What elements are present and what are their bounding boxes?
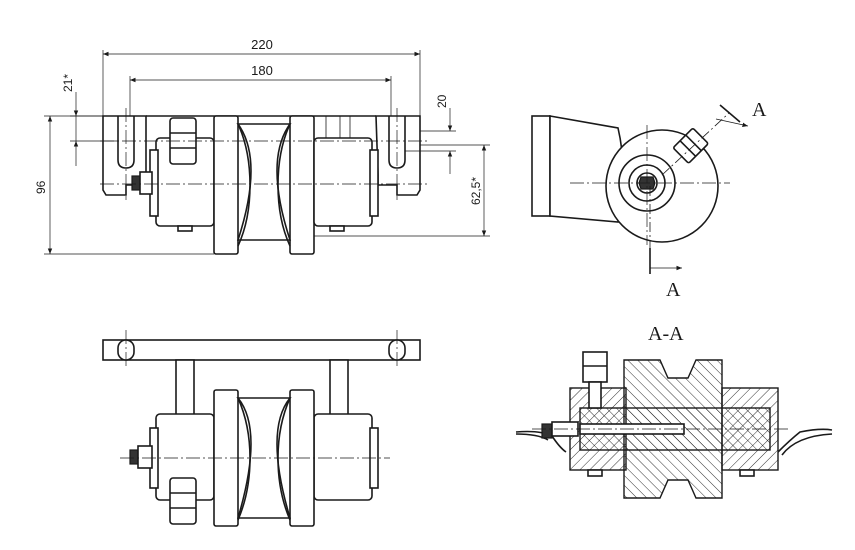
- section-mark-bottom: A: [666, 279, 681, 301]
- side-view: A A: [531, 99, 767, 301]
- right-u-slot: [388, 116, 406, 169]
- right-housing-top: [313, 413, 373, 501]
- bracket-plate-right: [375, 115, 421, 196]
- top-view: [102, 330, 421, 527]
- grease-plug: [177, 225, 193, 232]
- top-plate: [102, 339, 421, 361]
- dim-21-label: 21*: [61, 74, 75, 92]
- right-housing: [313, 137, 373, 227]
- section-view: A-A: [515, 323, 833, 499]
- grease-nut-top: [137, 445, 153, 469]
- front-view: 220 180 21* 20 96 62,5*: [34, 37, 490, 255]
- rail-right: [777, 428, 833, 453]
- grease-nipple-left: [131, 175, 141, 191]
- right-housing-flange: [369, 149, 379, 217]
- dim-20-label: 20: [435, 94, 449, 108]
- bolt-head-top: [169, 477, 197, 525]
- section-mark-top: A: [752, 99, 767, 121]
- side-bolt: [673, 128, 709, 164]
- dim-96-label: 96: [34, 180, 48, 194]
- grease-nut-left: [139, 171, 153, 195]
- dim-62-5-label: 62,5*: [469, 177, 483, 205]
- section-bolt-head: [582, 351, 608, 383]
- left-u-slot: [117, 116, 135, 169]
- section-cut-top: [719, 104, 741, 123]
- grease-nipple-top: [129, 449, 139, 465]
- roller-body: [236, 123, 292, 241]
- section-title: A-A: [648, 323, 684, 345]
- dim-180-label: 180: [251, 63, 273, 78]
- section-bolt-shank: [588, 381, 602, 409]
- side-plate: [531, 115, 551, 217]
- roller-flange-left: [213, 115, 239, 255]
- section-grease-nipple: [541, 423, 553, 439]
- dim-220-label: 220: [251, 37, 273, 52]
- grease-plug-right: [329, 225, 345, 232]
- roller-flange-right: [289, 115, 315, 255]
